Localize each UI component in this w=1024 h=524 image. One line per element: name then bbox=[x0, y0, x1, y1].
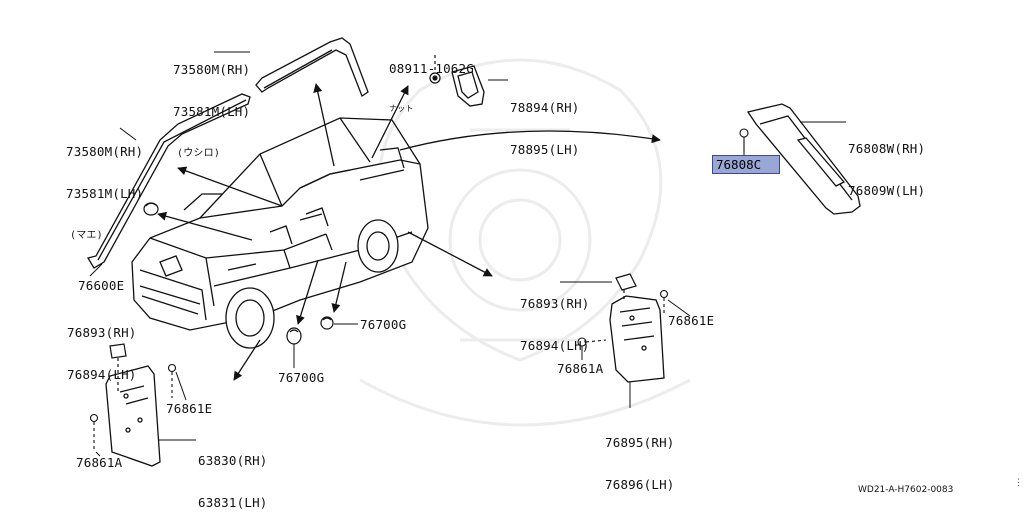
label-08911-1062g[interactable]: 08911-1062G ナット bbox=[389, 34, 474, 127]
label-76700g-right[interactable]: 76700G bbox=[360, 317, 407, 332]
bracket-76893-right[interactable] bbox=[615, 273, 637, 302]
label-78894-line1: 78894(RH) bbox=[510, 100, 580, 115]
label-73580m-front-line1: 73580M(RH) bbox=[66, 144, 144, 159]
label-76861a-left[interactable]: 76861A bbox=[76, 455, 123, 470]
nut-08911[interactable] bbox=[429, 55, 441, 84]
mud-guard-front[interactable] bbox=[105, 365, 161, 467]
label-76808w-line1: 76808W(RH) bbox=[848, 141, 926, 156]
label-63830-line1: 63830(RH) bbox=[198, 453, 268, 468]
part-76600e[interactable] bbox=[143, 202, 159, 216]
diagram-reference-code: WD21-A-H7602-0083 bbox=[858, 485, 954, 495]
grommet-76700g-left[interactable] bbox=[286, 327, 302, 345]
watermark-emblem bbox=[359, 58, 691, 427]
front-roof-molding[interactable] bbox=[86, 93, 251, 269]
leader-lines bbox=[89, 51, 846, 457]
label-76808w[interactable]: 76808W(RH) 76809W(LH) bbox=[848, 114, 925, 212]
label-63830[interactable]: 63830(RH) 63831(LH) bbox=[198, 426, 268, 524]
label-73580m-rear-line2: 73581M(LH) bbox=[173, 104, 251, 119]
label-76893-left-line2: 76894(LH) bbox=[67, 367, 137, 382]
label-76895-line2: 76896(LH) bbox=[605, 477, 675, 492]
vehicle-body bbox=[131, 117, 429, 349]
screw-76861e-right[interactable] bbox=[659, 289, 669, 315]
label-76861e-right[interactable]: 76861E bbox=[668, 313, 715, 328]
screw-76861e-left[interactable] bbox=[167, 363, 177, 399]
label-63830-line2: 63831(LH) bbox=[198, 495, 268, 510]
label-76893-left[interactable]: 76893(RH) 76894(LH) bbox=[67, 298, 137, 396]
label-76895[interactable]: 76895(RH) 76896(LH) bbox=[605, 408, 675, 506]
grommet-76700g-right[interactable] bbox=[320, 316, 334, 330]
bracket-76893-left[interactable] bbox=[109, 343, 127, 392]
label-76700g-left[interactable]: 76700G bbox=[278, 370, 325, 385]
label-76893-left-line1: 76893(RH) bbox=[67, 325, 137, 340]
corner-mark: ⋮ bbox=[1014, 478, 1023, 488]
label-73580m-front[interactable]: 73580M(RH) 73581M(LH) (マエ) bbox=[66, 117, 143, 257]
label-73580m-front-line2: 73581M(LH) bbox=[66, 186, 144, 201]
quarter-window-garnish[interactable] bbox=[451, 65, 485, 107]
label-76600e[interactable]: 76600E bbox=[78, 278, 125, 293]
screw-76861a-left[interactable] bbox=[89, 413, 99, 453]
parts-diagram bbox=[86, 37, 861, 467]
label-76893-right-line2: 76894(LH) bbox=[520, 338, 590, 353]
label-76861e-left[interactable]: 76861E bbox=[166, 401, 213, 416]
label-78894[interactable]: 78894(RH) 78895(LH) bbox=[510, 73, 580, 171]
label-76808w-line2: 76809W(LH) bbox=[848, 183, 926, 198]
rear-roof-molding[interactable] bbox=[255, 37, 369, 97]
label-76893-right[interactable]: 76893(RH) 76894(LH) bbox=[520, 269, 590, 367]
label-76895-line1: 76895(RH) bbox=[605, 435, 675, 450]
label-73580m-rear-line3: (ウシロ) bbox=[177, 148, 221, 159]
label-76808c-highlighted[interactable]: 76808C bbox=[712, 155, 780, 174]
mud-guard-rear[interactable] bbox=[609, 295, 665, 383]
label-76861a-right[interactable]: 76861A bbox=[557, 361, 604, 376]
label-76893-right-line1: 76893(RH) bbox=[520, 296, 590, 311]
rear-spoiler[interactable] bbox=[746, 103, 861, 215]
label-73580m-rear[interactable]: 73580M(RH) 73581M(LH) (ウシロ) bbox=[173, 35, 250, 175]
label-78894-line2: 78895(LH) bbox=[510, 142, 580, 157]
label-73580m-rear-line1: 73580M(RH) bbox=[173, 62, 251, 77]
clip-76808c[interactable] bbox=[739, 128, 749, 152]
label-08911-line2: ナット bbox=[389, 104, 414, 113]
arrows bbox=[157, 83, 661, 381]
label-08911-line1: 08911-1062G bbox=[389, 61, 474, 76]
label-73580m-front-line3: (マエ) bbox=[70, 230, 103, 241]
